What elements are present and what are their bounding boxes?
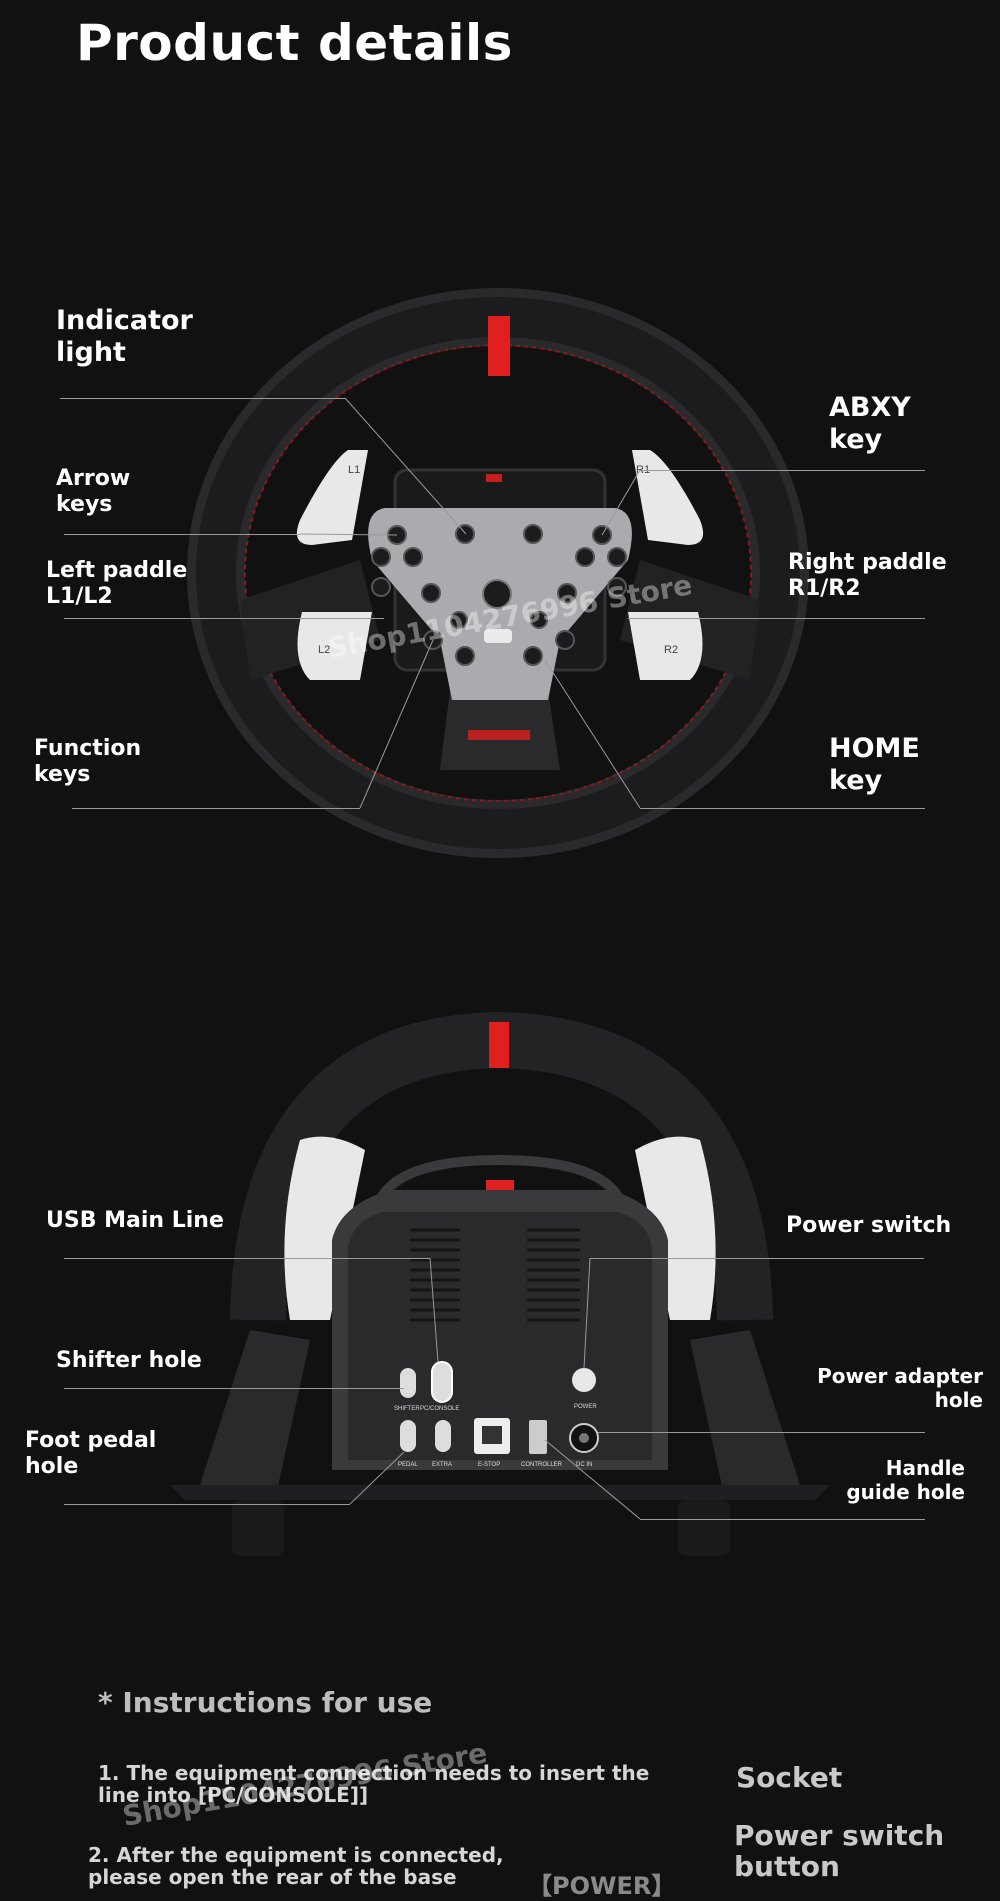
wheel-base-rear-image: SHIFTER PC/CONSOLE POWER PEDAL EXTRA E-S… xyxy=(170,1011,830,1556)
instruction-step-1: 1. The equipment connection needs to ins… xyxy=(98,1761,650,1807)
label-power-switch: Power switch xyxy=(786,1213,952,1238)
svg-text:POWER: POWER xyxy=(574,1404,597,1410)
steering-wheel-front-image: L1 L2 R1 R2 xyxy=(187,288,809,858)
label-usb-main-line: USB Main Line xyxy=(46,1208,224,1233)
svg-text:SHIFTER: SHIFTER xyxy=(394,1406,420,1412)
instructions-title: * Instructions for use xyxy=(98,1686,433,1719)
svg-text:L2: L2 xyxy=(318,644,330,656)
paddle-r2 xyxy=(628,612,703,680)
top-red-stripe xyxy=(488,316,510,376)
svg-text:E-STOP: E-STOP xyxy=(478,1462,500,1468)
svg-text:EXTRA: EXTRA xyxy=(432,1462,452,1468)
svg-text:DC IN: DC IN xyxy=(576,1462,592,1468)
paddle-r1 xyxy=(632,450,704,545)
svg-text:PEDAL: PEDAL xyxy=(398,1462,418,1468)
center-toggle xyxy=(484,629,512,643)
label-shifter-hole: Shifter hole xyxy=(56,1348,202,1373)
svg-text:L1: L1 xyxy=(348,464,360,476)
instruction-step-2: 2. After the equipment is connected,plea… xyxy=(88,1843,504,1889)
page-title: Product details xyxy=(76,14,513,72)
paddle-l2 xyxy=(297,612,372,680)
home-button xyxy=(482,579,512,609)
svg-text:R2: R2 xyxy=(664,644,678,656)
power-tag: 【POWER】 xyxy=(528,1872,676,1900)
label-socket: Socket xyxy=(736,1761,843,1794)
svg-text:PC/CONSOLE: PC/CONSOLE xyxy=(420,1406,459,1412)
svg-text:CONTROLLER: CONTROLLER xyxy=(521,1462,563,1468)
